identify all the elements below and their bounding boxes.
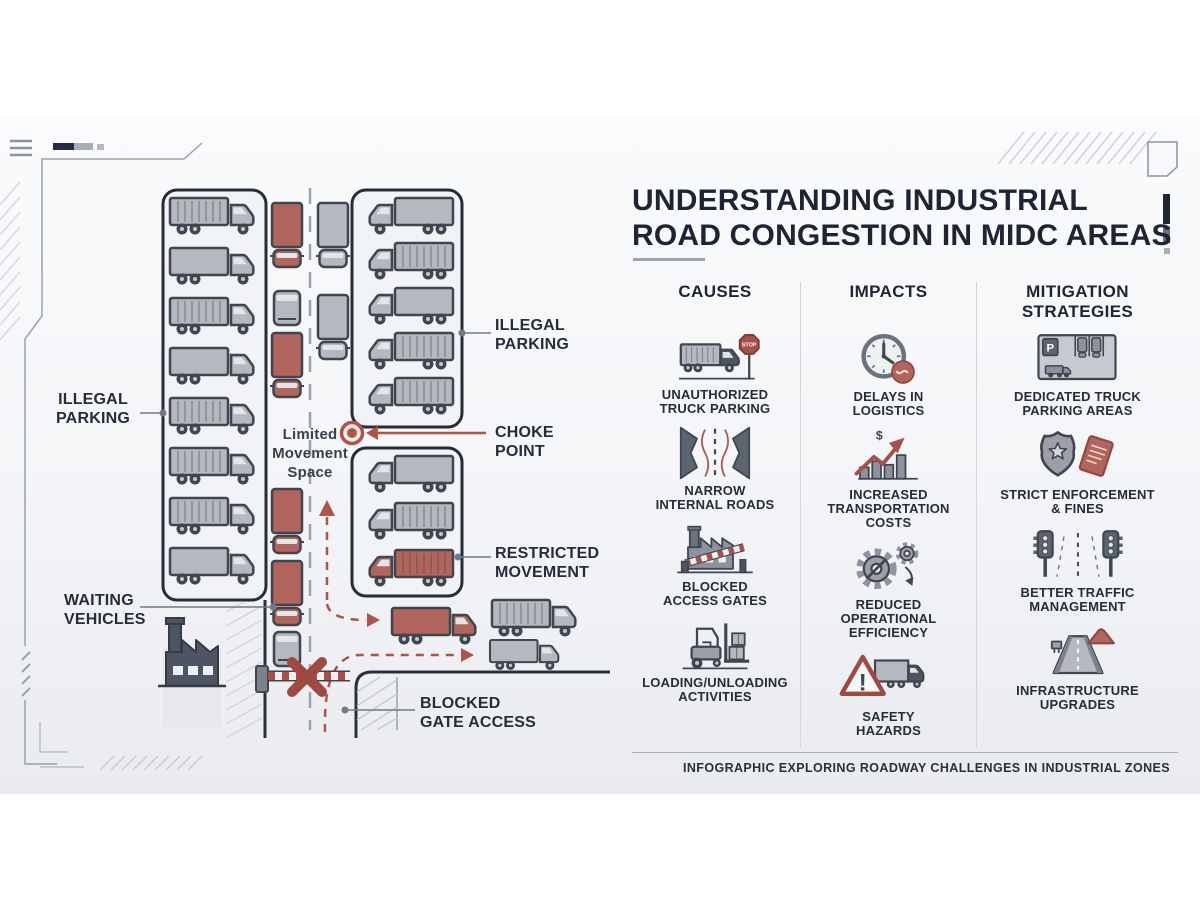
footer-caption: INFOGRAPHIC EXPLORING ROADWAY CHALLENGES… — [682, 761, 1170, 775]
item-label: REDUCED OPERATIONAL EFFICIENCY — [840, 597, 937, 640]
impact-delays: DELAYS IN LOGISTICS — [829, 330, 949, 418]
truck-stop-sign-icon: STOP — [679, 333, 760, 380]
label-blocked-gate-access: BLOCKED GATE ACCESS — [420, 695, 536, 732]
footer-divider — [632, 752, 1178, 753]
clock-delay-icon — [860, 333, 915, 384]
label-waiting-vehicles: WAITING VEHICLES — [64, 592, 146, 629]
item-label: STRICT ENFORCEMENT & FINES — [1000, 487, 1155, 516]
item-label: BETTER TRAFFIC MANAGEMENT — [1020, 585, 1135, 614]
item-label: DELAYS IN LOGISTICS — [852, 389, 925, 418]
label-choke-point: CHOKE POINT — [495, 424, 554, 461]
impact-costs: $ INCREASED TRANSPORTATION COSTS — [827, 428, 949, 530]
item-label: SAFETY HAZARDS — [856, 709, 921, 738]
mitigation-infrastructure: INFRASTRUCTURE UPGRADES — [1016, 624, 1139, 712]
item-label: NARROW INTERNAL ROADS — [655, 483, 775, 512]
item-label: LOADING/UNLOADING ACTIVITIES — [642, 675, 788, 704]
warning-exclamation-text: ! — [858, 669, 866, 696]
impact-safety: ! SAFETY HAZARDS — [829, 650, 949, 738]
dollar-sign-text: $ — [876, 428, 883, 442]
forklift-icon — [682, 623, 750, 670]
label-illegal-parking-right: ILLEGAL PARKING — [495, 317, 569, 354]
column-mitigation: MITIGATION STRATEGIES P — [977, 282, 1178, 722]
cause-unauthorized-parking: STOP UNAUTHORIZED TRUCK PARKING — [655, 330, 775, 416]
column-header: CAUSES — [678, 282, 752, 301]
mitigation-enforcement: STRICT ENFORCEMENT & FINES — [1000, 428, 1155, 516]
mitigation-traffic: BETTER TRAFFIC MANAGEMENT — [1018, 526, 1138, 614]
truck-parking-area-icon: P — [1037, 334, 1118, 381]
page-title: UNDERSTANDING INDUSTRIAL ROAD CONGESTION… — [632, 184, 1172, 252]
cause-blocked-gates: BLOCKED ACCESS GATES — [655, 522, 775, 608]
narrow-road-icon — [679, 426, 751, 480]
item-label: INCREASED TRANSPORTATION COSTS — [827, 487, 950, 530]
rising-costs-chart-icon: $ — [855, 428, 919, 480]
item-label: UNAUTHORIZED TRUCK PARKING — [659, 387, 771, 416]
title-underline — [633, 258, 705, 261]
parking-sign-text: P — [1047, 342, 1055, 354]
warning-truck-icon: ! — [839, 654, 924, 696]
road-upgrade-icon — [1050, 628, 1115, 675]
label-limited-movement-space: Limited Movement Space — [272, 426, 348, 481]
column-impacts: IMPACTS DELAYS IN LOGISTICS — [800, 282, 977, 748]
stop-sign-text: STOP — [742, 343, 757, 349]
content-columns: CAUSES STOP UNAUTHORIZED TRUCK PARKING — [630, 282, 1178, 748]
traffic-signals-icon — [1032, 530, 1123, 577]
item-label: INFRASTRUCTURE UPGRADES — [1016, 683, 1139, 712]
label-restricted-movement: RESTRICTED MOVEMENT — [495, 545, 600, 582]
cause-loading-unloading: LOADING/UNLOADING ACTIVITIES — [642, 618, 788, 704]
gears-efficiency-icon — [855, 542, 918, 590]
cause-narrow-roads: NARROW INTERNAL ROADS — [655, 426, 775, 512]
column-header: MITIGATION STRATEGIES — [1021, 282, 1134, 322]
item-label: DEDICATED TRUCK PARKING AREAS — [1014, 389, 1141, 418]
column-header: IMPACTS — [849, 282, 928, 301]
impact-efficiency: REDUCED OPERATIONAL EFFICIENCY — [829, 540, 949, 640]
factory-barrier-icon — [677, 525, 753, 574]
column-causes: CAUSES STOP UNAUTHORIZED TRUCK PARKING — [630, 282, 800, 714]
badge-ticket-icon — [1040, 431, 1115, 477]
label-illegal-parking-left: ILLEGAL PARKING — [56, 391, 130, 428]
mitigation-parking-areas: P DEDICATED TRUCK PARKING AREAS — [1014, 330, 1141, 418]
item-label: BLOCKED ACCESS GATES — [662, 579, 767, 608]
